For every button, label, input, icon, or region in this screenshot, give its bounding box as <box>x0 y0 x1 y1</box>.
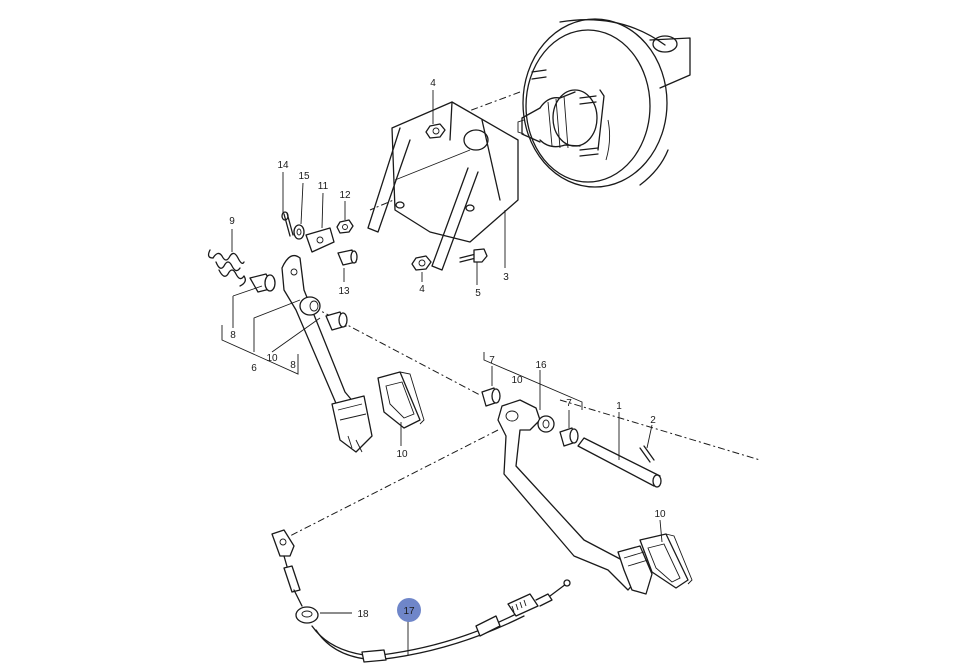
label-17[interactable]: 17 <box>403 606 415 617</box>
bolt <box>459 248 488 263</box>
highlight-17[interactable]: 17 <box>397 598 421 622</box>
washer-15 <box>293 224 305 240</box>
label-10-pivot: 10 <box>511 375 523 386</box>
label-1: 1 <box>616 401 622 412</box>
brake-pedal <box>497 399 653 595</box>
label-13: 13 <box>338 286 350 297</box>
label-16: 16 <box>535 360 547 371</box>
label-9: 9 <box>229 216 235 227</box>
label-18: 18 <box>357 609 369 620</box>
label-4-lower: 4 <box>419 284 425 295</box>
label-8-right: 8 <box>290 360 296 371</box>
label-12: 12 <box>339 190 351 201</box>
part-labels: 4 14 15 11 12 9 13 4 5 3 8 10 6 8 10 7 1… <box>229 78 666 620</box>
label-2: 2 <box>650 415 656 426</box>
return-spring <box>207 249 246 287</box>
label-10-pad-left: 10 <box>396 449 408 460</box>
clutch-cable <box>271 529 571 663</box>
split-pin-14 <box>281 211 294 237</box>
pivot-shaft <box>577 437 662 488</box>
label-7-right: 7 <box>566 398 572 409</box>
label-4-upper: 4 <box>430 78 436 89</box>
label-7-left: 7 <box>489 355 495 366</box>
pedal-bracket <box>367 101 519 271</box>
pin-2 <box>639 445 655 463</box>
label-10-left: 10 <box>266 353 278 364</box>
label-8-left: 8 <box>230 330 236 341</box>
nut-lower <box>411 255 432 271</box>
label-10-pad-right: 10 <box>654 509 666 520</box>
brake-servo <box>517 18 691 188</box>
nut-upper <box>425 123 446 139</box>
bushing-7-right <box>559 427 579 447</box>
nut-12 <box>336 219 354 234</box>
bushing-7-left <box>481 387 501 407</box>
pedal-rubber-left <box>377 371 425 429</box>
leader-lines <box>221 90 663 655</box>
label-5: 5 <box>475 288 481 299</box>
label-14: 14 <box>277 160 289 171</box>
clevis <box>305 227 335 253</box>
label-6: 6 <box>251 363 257 374</box>
label-3: 3 <box>503 272 509 283</box>
bushing-13 <box>337 249 358 266</box>
label-11: 11 <box>318 181 329 192</box>
label-15: 15 <box>298 171 310 182</box>
clutch-pedal <box>249 254 373 453</box>
